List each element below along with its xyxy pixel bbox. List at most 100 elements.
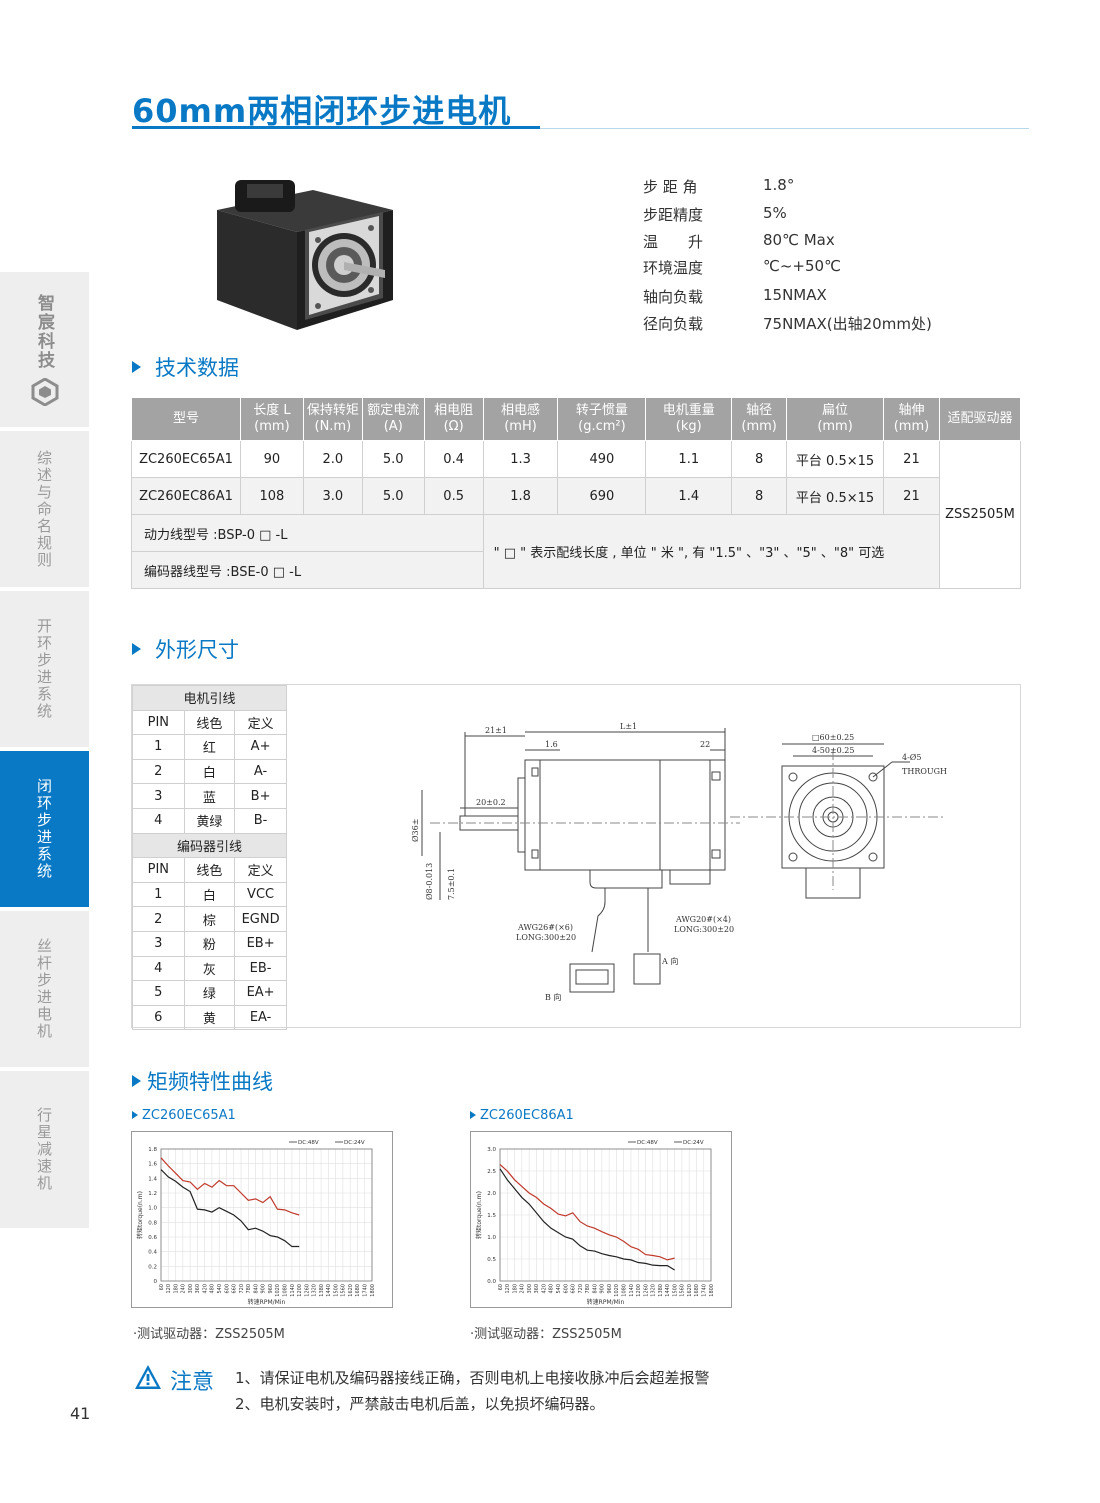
col-header: 轴伸(mm) <box>882 397 940 441</box>
chart-subtitle-1: ZC260EC65A1 <box>132 1108 236 1123</box>
table-cell: ZC260EC65A1 <box>131 440 241 478</box>
spec-label: 环境温度 <box>643 259 704 277</box>
y-tick-label: 1.0 <box>487 1235 496 1241</box>
x-tick-label: 1320 <box>651 1284 657 1297</box>
section-dimensions: 外形尺寸 <box>132 634 239 664</box>
x-tick-label: 1200 <box>297 1284 303 1297</box>
y-tick-label: 1.8 <box>148 1147 157 1153</box>
y-tick-label: 0.6 <box>148 1235 157 1241</box>
sidebar-item-closed-loop[interactable]: 闭环步进系统 <box>0 751 89 909</box>
power-cable-cell: 动力线型号 :BSP-0 □ -L <box>131 514 484 552</box>
legend-label: DC:24V <box>683 1140 704 1146</box>
tech-table: 型号 长度 L(mm) 保持转矩(N.m) 额定电流(A) 相电阻(Ω) 相电感… <box>131 397 1022 589</box>
y-tick-label: 2.0 <box>487 1191 496 1197</box>
x-tick-label: 120 <box>505 1284 511 1294</box>
dim-label: LONG:300±20 <box>674 925 734 934</box>
dim-label: B 向 <box>545 992 561 1002</box>
dim-label: 1.6 <box>545 740 558 749</box>
x-tick-label: 1740 <box>702 1284 708 1297</box>
sidebar-item-open-loop[interactable]: 开环步进系统 <box>0 591 89 749</box>
title-divider <box>132 128 1029 129</box>
x-tick-label: 720 <box>239 1284 245 1294</box>
col-header: PIN <box>132 709 185 736</box>
x-tick-label: 1560 <box>341 1284 347 1297</box>
sidebar-item-label: 丝杆步进电机 <box>35 938 53 1040</box>
x-tick-label: 1260 <box>304 1284 310 1297</box>
table-cell: 1.1 <box>645 440 733 478</box>
x-tick-label: 60 <box>498 1284 504 1290</box>
x-tick-label: 480 <box>549 1284 555 1294</box>
x-tick-label: 1800 <box>370 1284 376 1297</box>
x-tick-label: 900 <box>600 1284 606 1294</box>
x-tick-label: 1440 <box>665 1284 671 1297</box>
y-tick-label: 1.6 <box>148 1162 157 1168</box>
spec-value: 75NMAX(出轴20mm处) <box>763 315 932 333</box>
x-tick-label: 180 <box>173 1284 179 1294</box>
plot-area <box>160 1148 373 1282</box>
table-row: 编码器引线 <box>132 832 287 859</box>
title-underline <box>132 126 540 129</box>
x-tick-label: 1260 <box>643 1284 649 1297</box>
col-header: 轴径(mm) <box>731 397 788 441</box>
x-tick-label: 1620 <box>348 1284 354 1297</box>
warning-icon <box>135 1365 161 1389</box>
x-tick-label: 1080 <box>282 1284 288 1297</box>
x-tick-label: 480 <box>210 1284 216 1294</box>
spec-value: 1.8° <box>763 176 795 194</box>
side-nav: 智宸科技 综述与命名规则 开环步进系统 闭环步进系统 丝杆步进电机 行星减速机 <box>0 272 89 1230</box>
dimension-panel <box>131 684 1021 1028</box>
test-driver-note: ·测试驱动器：ZSS2505M <box>133 1327 285 1342</box>
dim-label: 4-Ø5 <box>902 753 921 762</box>
x-tick-label: 540 <box>217 1284 223 1294</box>
series-line <box>160 1157 300 1216</box>
x-tick-label: 1500 <box>672 1284 678 1297</box>
cable-note-cell: " □ " 表示配线长度 , 单位 " 米 ", 有 "1.5" 、"3" 、"… <box>482 514 940 589</box>
sidebar-item-overview[interactable]: 综述与命名规则 <box>0 431 89 589</box>
table-cell: 5.0 <box>361 440 425 478</box>
x-tick-label: 1020 <box>275 1284 281 1297</box>
y-axis-label: 转矩torque(n.m) <box>475 1191 483 1239</box>
x-tick-label: 300 <box>527 1284 533 1294</box>
col-header: 型号 <box>131 397 241 441</box>
spec-value: 5% <box>763 204 787 222</box>
table-row: ZC260EC86A1 108 3.0 5.0 0.5 1.8 690 1.4 … <box>131 477 1021 515</box>
col-header: 相电阻(Ω) <box>423 397 484 441</box>
x-tick-label: 1680 <box>694 1284 700 1297</box>
dimension-drawing: 21±1 L±1 1.6 22 20±0.2 Ø36± Ø8-0.013 7.5… <box>411 722 947 1002</box>
table-cell: 690 <box>557 477 647 515</box>
table-cell: 0.5 <box>423 477 484 515</box>
table-row: ZC260EC65A1 90 2.0 5.0 0.4 1.3 490 1.1 8… <box>131 440 1022 589</box>
triangle-icon <box>470 1111 476 1119</box>
sidebar-item-lead-screw[interactable]: 丝杆步进电机 <box>0 911 89 1069</box>
x-tick-label: 960 <box>607 1284 613 1294</box>
section-title: 矩频特性曲线 <box>147 1070 273 1094</box>
col-header: 电机重量(kg) <box>645 397 733 441</box>
spec-label: 径向负载 <box>643 315 704 333</box>
x-tick-label: 60 <box>159 1284 165 1290</box>
section-title: 外形尺寸 <box>155 638 239 662</box>
section-curves: 矩频特性曲线 <box>132 1066 273 1096</box>
y-tick-label: 1.5 <box>487 1213 496 1219</box>
motor-photo <box>217 180 393 330</box>
triangle-icon <box>132 1111 138 1119</box>
series-line <box>499 1168 675 1271</box>
col-header: 线色 <box>183 709 236 736</box>
pin-section-title: 电机引线 <box>132 685 287 711</box>
spec-label: 轴向负载 <box>643 288 704 306</box>
col-header: 定义 <box>234 857 287 883</box>
x-tick-label: 1560 <box>680 1284 686 1297</box>
table-cell: 2.0 <box>302 440 363 478</box>
sidebar-item-planetary[interactable]: 行星减速机 <box>0 1071 89 1230</box>
spec-label: 步 距 角 <box>643 178 698 196</box>
table-row: 电机引线 <box>132 685 287 711</box>
sidebar-item-label: 开环步进系统 <box>35 618 53 720</box>
spec-label: 温 升 <box>643 233 704 251</box>
x-tick-label: 1080 <box>621 1284 627 1297</box>
